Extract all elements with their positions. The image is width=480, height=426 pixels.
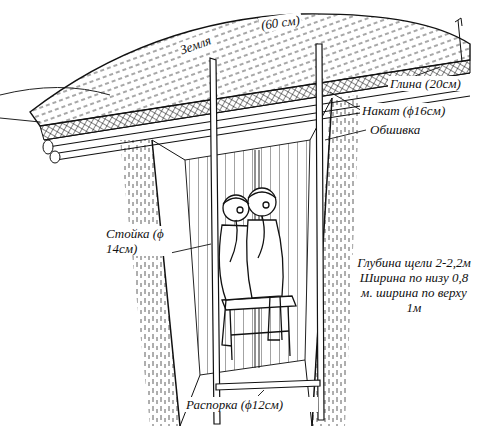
strut-label: Распорка (ϕ12см) (184, 397, 318, 412)
post-label: Стойка (ϕ 14см) (104, 226, 172, 256)
sheathing-label: Обшивка (368, 122, 452, 137)
log-cover-label: Накат (ϕ16см) (360, 103, 476, 118)
trench-dimensions-note: Глубина щели 2-2,2м Ширина по низу 0,8 м… (352, 255, 476, 315)
clay-label: Глина (20см) (388, 76, 476, 91)
